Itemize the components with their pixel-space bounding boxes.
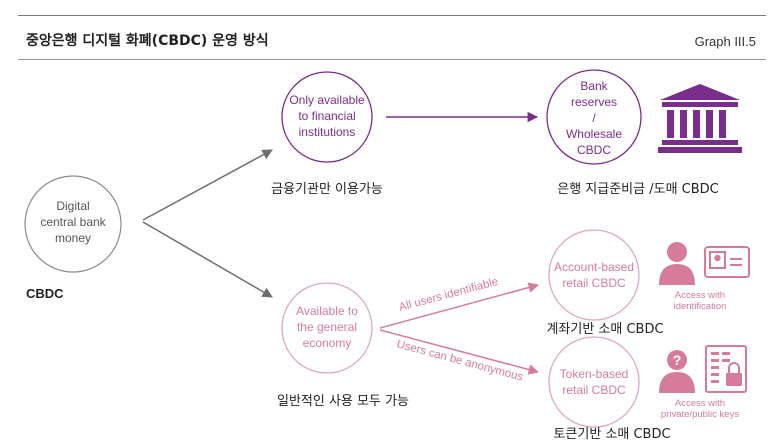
top-rule	[18, 15, 766, 16]
wholesale-access-caption: 금융기관만 이용가능	[271, 182, 383, 197]
page-title: 중앙은행 디지털 화폐(CBDC) 운영 방식	[26, 33, 269, 49]
root-line-2: central bank	[40, 215, 106, 229]
account-caption: 계좌기반 소매 CBDC	[546, 322, 663, 337]
svg-text:?: ?	[673, 352, 682, 368]
root-node: Digital central bank money	[24, 175, 122, 273]
arrow-upper-label: All users identifiable	[398, 276, 500, 314]
root-circle	[24, 175, 122, 273]
root-line-1: Digital	[56, 199, 89, 213]
root-label: CBDC	[26, 286, 64, 301]
root-line-3: money	[55, 231, 91, 245]
arrow-to-wholesale	[142, 149, 273, 221]
wholesale-access-line-2: to financial	[298, 109, 355, 123]
retail-access-line-3: economy	[303, 336, 352, 350]
wholesale-product-line-2: reserves	[571, 95, 617, 109]
account-icon-text-2: identification	[674, 301, 727, 312]
account-based-node: Account-based retail CBDC	[548, 229, 640, 321]
retail-access-line-2: the general	[297, 320, 357, 334]
wholesale-access-node: Only available to financial institutions	[281, 71, 373, 163]
token-icon-text-1: Access with	[675, 398, 725, 409]
arrow-to-account-based	[379, 282, 540, 329]
arrow-lower-label: Users can be anonymous	[395, 338, 524, 383]
person-id-card-icon	[659, 242, 750, 285]
account-line-1: Account-based	[554, 260, 634, 274]
retail-access-caption: 일반적인 사용 모두 가능	[277, 394, 409, 409]
retail-access-node: Available to the general economy	[281, 282, 373, 374]
token-line-2: retail CBDC	[562, 383, 626, 397]
wholesale-product-line-5: CBDC	[577, 143, 611, 157]
account-icon-text-1: Access with	[675, 290, 725, 301]
token-caption: 토큰기반 소매 CBDC	[553, 427, 670, 442]
bank-building-icon	[658, 84, 742, 153]
wholesale-access-line-3: institutions	[299, 125, 356, 139]
wholesale-product-line-4: Wholesale	[566, 127, 622, 141]
account-line-2: retail CBDC	[562, 276, 626, 290]
retail-access-line-1: Available to	[296, 304, 358, 318]
token-based-node: Token-based retail CBDC	[548, 336, 640, 428]
anonymous-key-icon: ?	[659, 345, 747, 393]
header-rule	[18, 59, 766, 60]
wholesale-product-caption: 은행 지급준비금 /도매 CBDC	[557, 181, 719, 197]
token-line-1: Token-based	[560, 367, 629, 381]
wholesale-product-node: Bank reserves / Wholesale CBDC	[546, 69, 642, 165]
wholesale-access-line-1: Only available	[289, 93, 365, 107]
arrow-to-retail	[142, 221, 273, 298]
arrow-to-token-based	[379, 329, 540, 375]
wholesale-product-line-3: /	[592, 111, 596, 125]
graph-number: Graph III.5	[694, 34, 756, 49]
wholesale-product-line-1: Bank	[580, 79, 608, 93]
token-icon-text-2: private/public keys	[661, 409, 739, 420]
